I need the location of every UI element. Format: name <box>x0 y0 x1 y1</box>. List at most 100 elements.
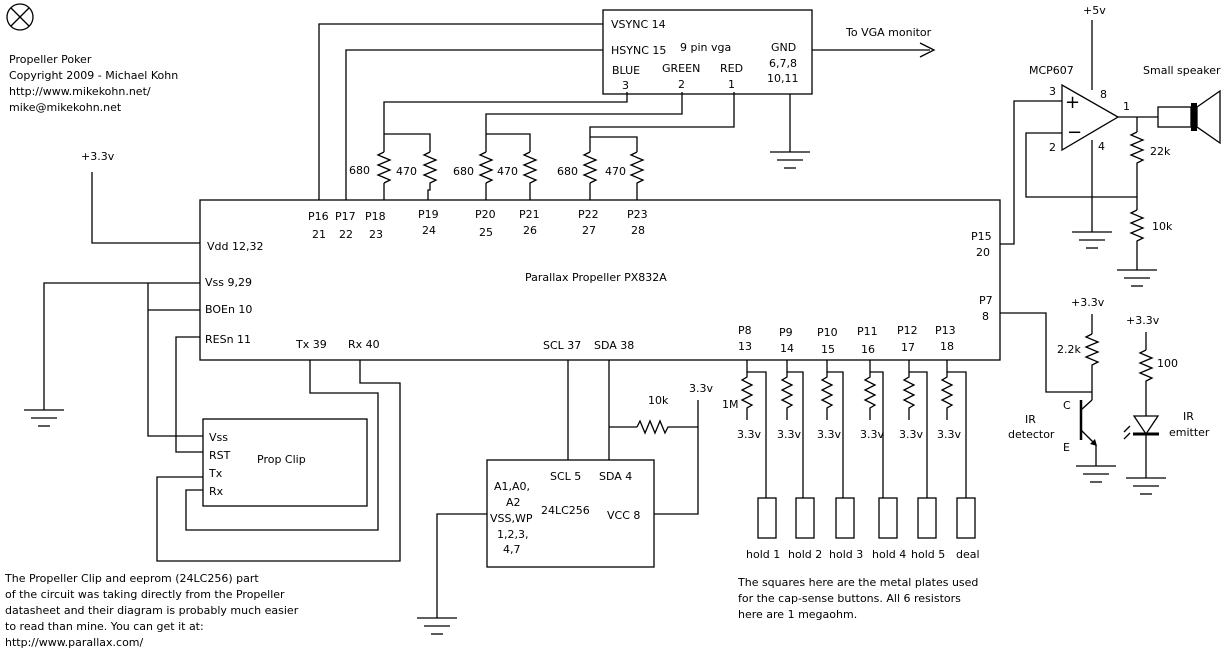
cap-button-label-1: hold 1 <box>746 548 780 561</box>
pin-p17-name: P17 <box>335 210 356 223</box>
eeprom-pins-1: 1,2,3, <box>497 528 529 541</box>
vga-hsync-label: HSYNC 15 <box>611 44 666 57</box>
pin-tx: Tx 39 <box>295 338 327 351</box>
supply-3v3-ir-detector: +3.3v <box>1071 296 1105 309</box>
resistor-680-red <box>582 151 598 200</box>
pin-boen: BOEn 10 <box>205 303 252 316</box>
wire-p7-ir <box>1000 312 1092 393</box>
opamp-pin4: 4 <box>1098 140 1105 153</box>
supply-3v3-main: +3.3v <box>81 150 115 163</box>
pin-p12-name: P12 <box>897 324 918 337</box>
cap-wire-3 <box>826 360 844 498</box>
ir-emitter-label-2: emitter <box>1169 426 1210 439</box>
ir-detector-label-2: detector <box>1008 428 1055 441</box>
pin-p21-name: P21 <box>519 208 540 221</box>
close-icon[interactable] <box>6 3 34 31</box>
cap-button-label-2: hold 2 <box>788 548 822 561</box>
wire-red-split <box>590 136 638 152</box>
vga-gnd-label: GND <box>771 41 796 54</box>
clip-vss-label: Vss <box>209 431 228 444</box>
pin-p7-num: 8 <box>982 310 989 323</box>
opamp-minus: − <box>1067 122 1082 143</box>
ir-emitter-ground-symbol <box>1126 477 1166 495</box>
to-vga-monitor-label: To VGA monitor <box>845 26 932 39</box>
clip-title: Prop Clip <box>257 453 306 466</box>
pin-p19-num: 24 <box>422 224 436 237</box>
cap-plate-2[interactable] <box>795 497 815 539</box>
pin-p15-num: 20 <box>976 246 990 259</box>
opamp-pin1: 1 <box>1123 100 1130 113</box>
pin-rx: Rx 40 <box>348 338 380 351</box>
cap-rail-label-3: 3.3v <box>817 428 841 441</box>
vga-red-pin: 1 <box>728 78 735 91</box>
cap-plate-3[interactable] <box>835 497 855 539</box>
wire-vdd <box>91 172 200 244</box>
prop-clip <box>202 418 368 507</box>
clip-note-line-4: to read than mine. You can get it at: <box>5 620 204 633</box>
dac-r5-label: 680 <box>557 165 578 178</box>
ir-phototransistor-icon <box>1079 392 1097 466</box>
opamp-name: MCP607 <box>1029 64 1074 77</box>
eeprom-a2: A2 <box>506 496 521 509</box>
cap-wire-4 <box>869 360 884 498</box>
pin-p10-name: P10 <box>817 326 838 339</box>
pin-p20-num: 25 <box>479 226 493 239</box>
button-note-line-2: for the cap-sense buttons. All 6 resisto… <box>738 592 961 605</box>
vga-ground-symbol <box>770 94 810 169</box>
eeprom-vss-wp: VSS,WP <box>490 512 533 525</box>
eeprom-pins-2: 4,7 <box>503 543 521 556</box>
ir-led-icon <box>1123 415 1160 478</box>
opamp-symbol <box>1061 83 1120 152</box>
eeprom-vcc-label: VCC 8 <box>607 509 640 522</box>
wire-blue <box>383 92 628 152</box>
button-note-line-3: here are 1 megaohm. <box>738 608 857 621</box>
propeller-name: Parallax Propeller PX832A <box>525 271 667 284</box>
pin-p18-name: P18 <box>365 210 386 223</box>
eeprom-scl-label: SCL 5 <box>550 470 581 483</box>
dac-r3-label: 680 <box>453 165 474 178</box>
cap-plate-5[interactable] <box>917 497 937 539</box>
cap-plate-1[interactable] <box>757 497 777 539</box>
cap-rail-label-5: 3.3v <box>899 428 923 441</box>
cap-wire-1 <box>746 360 767 498</box>
resistor-470-green <box>522 151 538 200</box>
cap-rail-label-4: 3.3v <box>860 428 884 441</box>
wire-clip-vss <box>147 283 203 437</box>
pin-p20-name: P20 <box>475 208 496 221</box>
clip-note: The Propeller Clip and eeprom (24LC256) … <box>4 572 299 649</box>
pin-p12-num: 17 <box>901 341 915 354</box>
copyright: Copyright 2009 - Michael Kohn <box>9 69 178 82</box>
propeller-chip <box>199 199 1001 361</box>
eeprom-ground-symbol <box>417 617 457 635</box>
vga-blue-label: BLUE <box>612 64 640 77</box>
opamp-pin2: 2 <box>1049 141 1056 154</box>
speaker-label: Small speaker <box>1143 64 1221 77</box>
eeprom-a-pins: A1,A0, <box>494 480 530 493</box>
resistor-470-blue <box>422 151 438 200</box>
pin-p9-num: 14 <box>780 342 794 355</box>
clip-rx-label: Rx <box>209 485 224 498</box>
resistor-470-red <box>629 151 645 200</box>
resistor-2k2 <box>1084 333 1100 392</box>
pin-p10-num: 15 <box>821 343 835 356</box>
cap-plate-6[interactable] <box>956 497 976 539</box>
resistor-10k <box>1129 209 1145 270</box>
clip-rst-label: RST <box>209 449 231 462</box>
pin-p17-num: 22 <box>339 228 353 241</box>
dac-r2-label: 470 <box>396 165 417 178</box>
wire-eeprom-gnd <box>436 513 487 618</box>
cap-resistor-label: 1M <box>722 398 739 411</box>
supply-3v3-eeprom: 3.3v <box>689 382 713 395</box>
title: Propeller Poker <box>9 53 92 66</box>
wire-rx <box>156 360 401 562</box>
website-url: http://www.mikekohn.net/ <box>9 85 151 98</box>
cap-resistor-1 <box>740 372 754 420</box>
cap-rail-label-1: 3.3v <box>737 428 761 441</box>
cap-plate-4[interactable] <box>878 497 898 539</box>
button-note-line-1: The squares here are the metal plates us… <box>737 576 978 589</box>
vga-vsync-label: VSYNC 14 <box>611 18 666 31</box>
pin-p16-name: P16 <box>308 210 329 223</box>
pin-p23-name: P23 <box>627 208 648 221</box>
pin-vdd: Vdd 12,32 <box>207 240 263 253</box>
clip-note-link[interactable]: http://www.parallax.com/ <box>5 636 144 649</box>
